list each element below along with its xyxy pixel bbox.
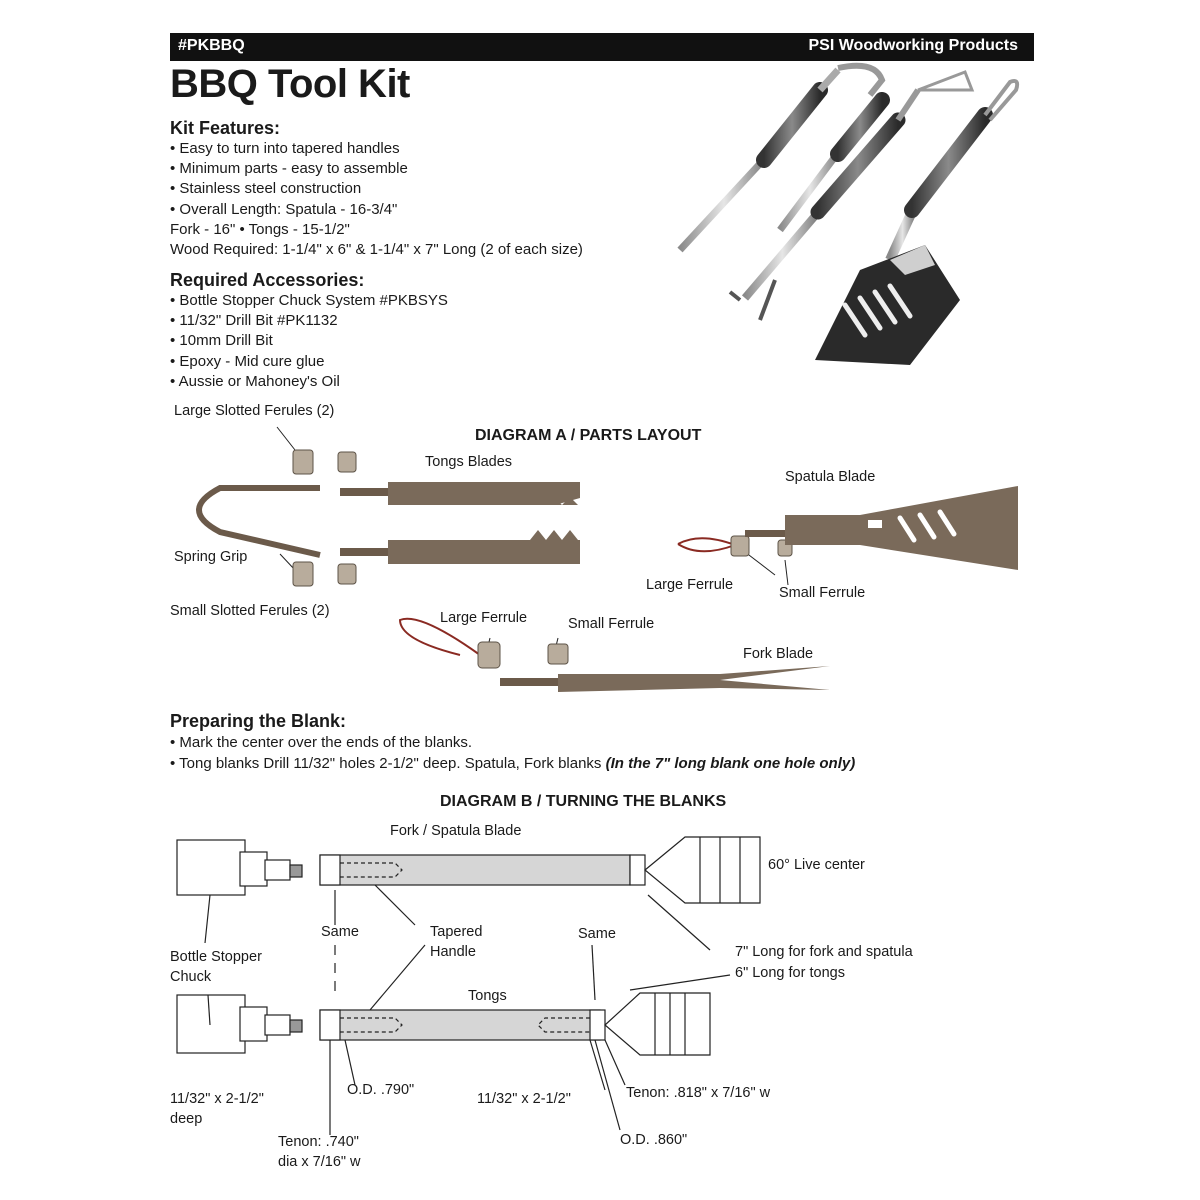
label-spatula-blade: Spatula Blade [785, 469, 876, 485]
diagram-a-title: DIAGRAM A / PARTS LAYOUT [475, 427, 702, 444]
label-same-right: Same [578, 926, 616, 942]
kit-features-list: • Easy to turn into tapered handles • Mi… [170, 139, 583, 260]
label-spring-grip: Spring Grip [174, 549, 248, 565]
label-seven-long: 7" Long for fork and spatula [735, 944, 913, 960]
diagram-a-parts-layout [196, 426, 1018, 692]
label-small-ferrule: Small Ferrule [779, 585, 866, 601]
label-large-slotted-ferules: Large Slotted Ferules (2) [174, 403, 335, 419]
preparing-note: (In the 7" long blank one hole only) [605, 755, 856, 772]
accessories-heading: Required Accessories: [170, 270, 365, 290]
list-item: • Bottle Stopper Chuck System #PKBSYS [170, 292, 448, 309]
spatula-image [815, 79, 1020, 365]
product-code: #PKBBQ [178, 37, 245, 54]
label-six-long: 6" Long for tongs [735, 965, 845, 981]
preparing-heading: Preparing the Blank: [170, 711, 347, 731]
list-item: Fork - 16" • Tongs - 15-1/2" [170, 220, 350, 238]
fork-blade-part [398, 617, 830, 692]
label-large-ferrule: Large Ferrule [440, 610, 528, 626]
brand-name: PSI Woodworking Products [808, 37, 1019, 54]
accessories-list: • Bottle Stopper Chuck System #PKBSYS • … [170, 291, 448, 392]
tongs-blades-part [340, 482, 580, 564]
label-same-left: Same [321, 924, 359, 940]
page-title: BBQ Tool Kit [170, 62, 410, 106]
spring-grip-part [196, 485, 321, 558]
tongs-image [677, 62, 890, 253]
header-bar: #PKBBQ PSI Woodworking Products [170, 33, 1034, 61]
label-tongs: Tongs [468, 988, 507, 1004]
label-tenon-740-dia: dia x 7/16" w [278, 1154, 361, 1170]
list-item: • 11/32" Drill Bit #PK1132 [170, 312, 338, 330]
label-chuck: Chuck [170, 969, 212, 985]
list-item: • Easy to turn into tapered handles [170, 140, 400, 157]
list-item: • 10mm Drill Bit [170, 332, 273, 350]
spatula-blade-part [677, 486, 1018, 570]
preparing-line-1: • Mark the center over the ends of the b… [170, 734, 473, 751]
list-item: • Aussie or Mahoney's Oil [170, 372, 340, 390]
list-item: Wood Required: 1-1/4" x 6" & 1-1/4" x 7"… [170, 241, 583, 259]
label-small-slotted-ferules: Small Slotted Ferules (2) [170, 603, 330, 619]
label-tenon-818: Tenon: .818" x 7/16" w [626, 1085, 771, 1101]
label-drill-depth-right: 11/32" x 2-1/2" [477, 1091, 571, 1107]
preparing-line-2: • Tong blanks Drill 11/32" holes 2-1/2" … [170, 753, 855, 774]
preparing-line-2-text: • Tong blanks Drill 11/32" holes 2-1/2" … [170, 755, 606, 772]
label-fork-blade: Fork Blade [743, 646, 814, 662]
label-small-ferrule: Small Ferrule [568, 616, 655, 632]
list-item: • Overall Length: Spatula - 16-3/4" [170, 200, 398, 218]
label-od-790: O.D. .790" [347, 1082, 415, 1098]
preparing-section: Preparing the Blank: • Mark the center o… [170, 711, 855, 774]
label-drill-depth: 11/32" x 2-1/2" [170, 1091, 264, 1107]
label-tenon-740: Tenon: .740" [278, 1134, 359, 1150]
list-item: • Minimum parts - easy to assemble [170, 160, 408, 178]
list-item: • Stainless steel construction [170, 180, 362, 198]
accessories-section: Required Accessories: • Bottle Stopper C… [170, 270, 448, 392]
label-deep: deep [170, 1111, 203, 1127]
fork-image [728, 70, 975, 321]
kit-features-heading: Kit Features: [170, 118, 281, 138]
label-handle: Handle [430, 944, 476, 960]
kit-features-section: Kit Features: • Easy to turn into tapere… [170, 118, 583, 260]
label-fork-spatula-blade: Fork / Spatula Blade [390, 823, 522, 839]
list-item: • Epoxy - Mid cure glue [170, 352, 325, 370]
label-live-center: 60° Live center [768, 857, 865, 873]
product-photo [677, 62, 1020, 365]
label-tongs-blades: Tongs Blades [425, 454, 513, 470]
label-od-860: O.D. .860" [620, 1132, 688, 1148]
label-tapered: Tapered [430, 924, 483, 940]
label-bottle-stopper: Bottle Stopper [170, 949, 262, 965]
label-large-ferrule: Large Ferrule [646, 577, 734, 593]
diagram-b-title: DIAGRAM B / TURNING THE BLANKS [440, 793, 727, 810]
slotted-ferules [292, 449, 357, 587]
diagram-b-turning [176, 836, 761, 1135]
